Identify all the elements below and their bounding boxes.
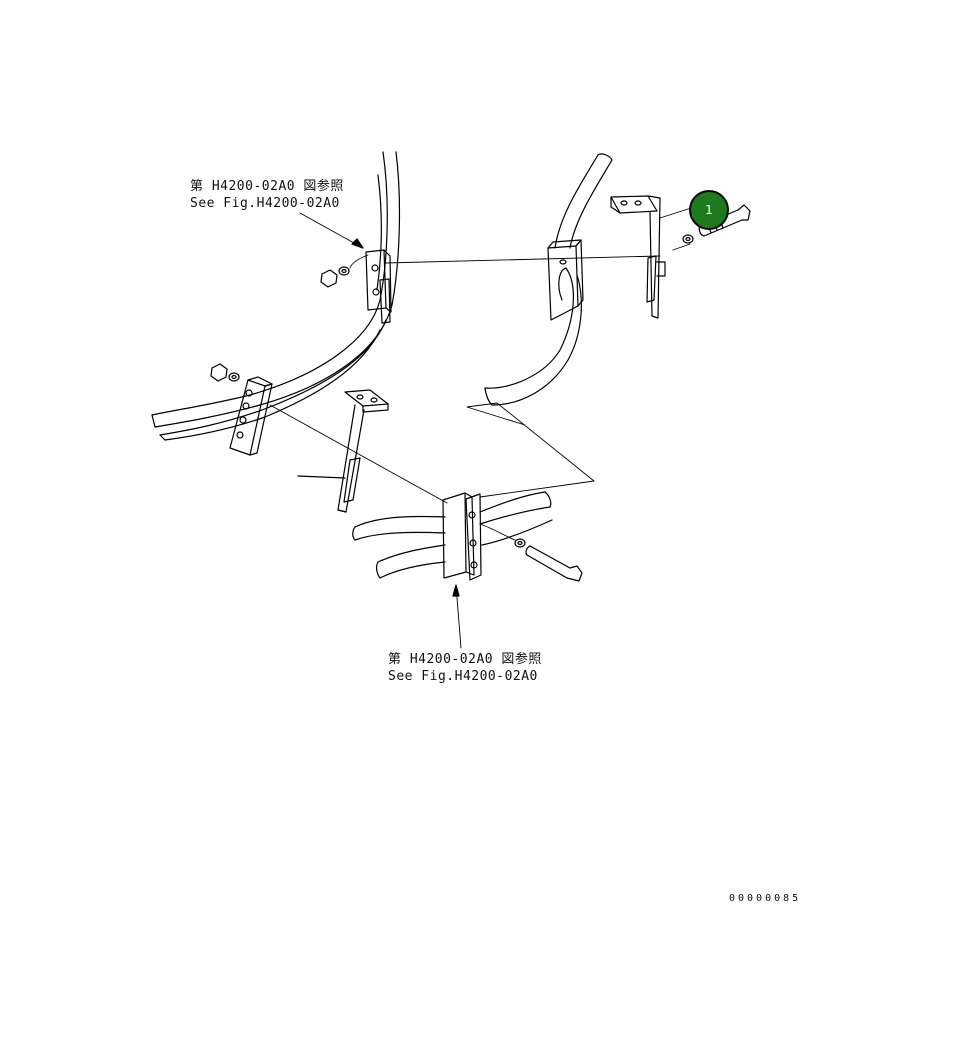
- reference-note-top[interactable]: 第 H4200-02A0 図参照 See Fig.H4200-02A0: [190, 178, 344, 212]
- reference-note-bottom-en: See Fig.H4200-02A0: [388, 669, 538, 684]
- callout-1-leader: [659, 207, 692, 219]
- bottom-hose-bundle: [352, 491, 553, 579]
- lower-left-clamp: [229, 376, 273, 456]
- upper-left-nut-washer: [320, 266, 350, 288]
- part-callout-1[interactable]: 1: [689, 190, 729, 230]
- middle-bracket: [297, 389, 389, 513]
- bottom-bolt: [514, 538, 583, 582]
- bottom-clamp: [442, 492, 482, 581]
- right-clamp: [547, 239, 584, 321]
- lower-left-nut-washer: [210, 363, 240, 382]
- reference-note-bottom-jp: 第 H4200-02A0 図参照: [388, 652, 542, 667]
- top-reference-leader: [299, 212, 369, 269]
- right-hose: [484, 153, 613, 406]
- reference-note-top-jp: 第 H4200-02A0 図参照: [190, 179, 344, 194]
- reference-note-bottom[interactable]: 第 H4200-02A0 図参照 See Fig.H4200-02A0: [388, 651, 542, 685]
- reference-note-top-en: See Fig.H4200-02A0: [190, 196, 340, 211]
- drawing-code: 00000085: [729, 893, 802, 904]
- part-callout-1-number: 1: [705, 203, 713, 217]
- assembly-lines: [269, 243, 691, 541]
- bottom-reference-leader: [452, 584, 462, 649]
- upper-left-clamp: [365, 249, 392, 324]
- right-l-bracket: [610, 195, 666, 319]
